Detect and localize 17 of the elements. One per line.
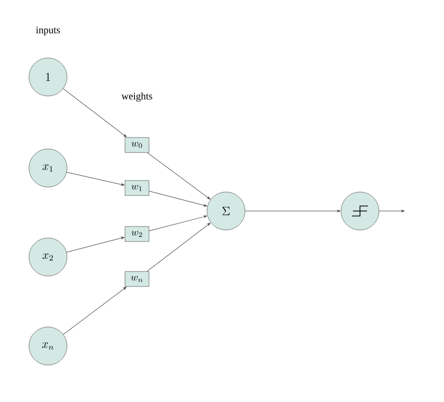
arrow [148,215,207,232]
arrow [63,286,126,335]
weight-box: $w_1$ [124,180,150,196]
heading-label: weights [121,92,152,102]
arrow [66,236,124,252]
weight-box: $w_0$ [124,137,150,153]
arrow [147,152,210,200]
weight-box: $w_n$ [124,271,150,287]
arrow [146,222,210,272]
arrow [148,190,207,207]
activation-circle [340,192,380,230]
arrow [244,210,340,212]
weight-box: $w_2$ [124,226,150,242]
arrow [66,172,124,186]
arrow [378,210,405,212]
arrow [63,88,127,138]
heading-label: inputs [36,26,60,36]
